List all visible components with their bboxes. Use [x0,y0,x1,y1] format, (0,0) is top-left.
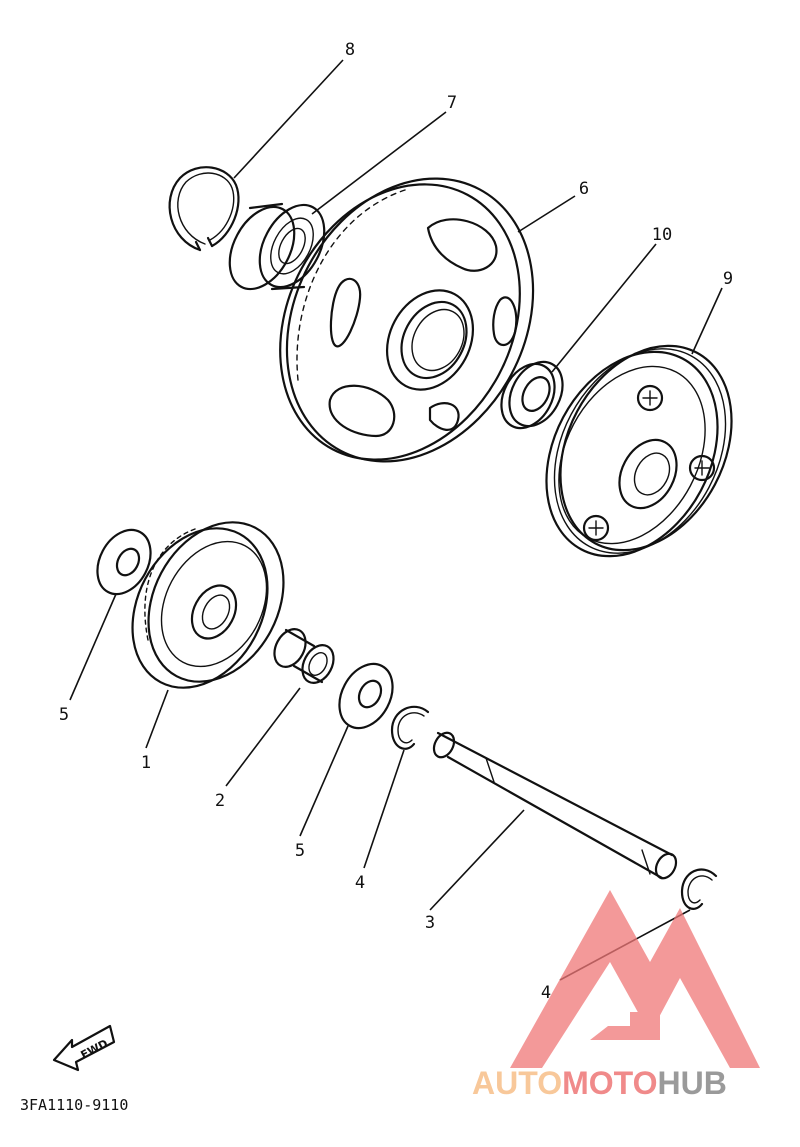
part-9-starter-clutch [545,344,733,558]
leader-lines [69,59,723,981]
callout-7: 7 [447,93,457,113]
watermark-auto: AUTO [472,1065,562,1101]
callout-4-lower: 4 [541,983,551,1003]
diagram-code: 3FA1110-9110 [20,1096,128,1114]
watermark-hub: HUB [657,1065,726,1101]
watermark-text: AUTOMOTOHUB [472,1065,727,1101]
callout-8: 8 [345,40,355,60]
callout-10: 10 [652,225,672,245]
part-4-circlip-upper [390,705,430,750]
part-7-bearing [228,202,326,291]
part-6-starter-wheel-gear [279,177,535,463]
callout-3: 3 [425,913,435,933]
part-1-idler-gear [131,521,285,689]
part-2-bushing [273,628,335,684]
part-4-circlip-lower [680,868,718,910]
part-5-washer-upper [96,528,152,596]
part-5-washer-lower [338,662,394,730]
part-8-circlip [168,166,240,252]
screw-icon [582,514,610,542]
callout-6: 6 [579,179,589,199]
callout-5-lower: 5 [295,841,305,861]
watermark-logo-icon [510,890,760,1068]
screw-icon [688,454,716,482]
callout-4-upper: 4 [355,873,365,893]
screw-icon [636,384,664,412]
callout-1: 1 [141,753,151,773]
callout-labels: 8 7 6 10 9 5 1 2 5 4 3 4 [59,40,733,1003]
fwd-arrow-icon: FWD [52,1024,116,1072]
svg-text:AUTOMOTOHUB: AUTOMOTOHUB [472,1065,727,1101]
part-10-washer [500,360,564,430]
watermark-moto: MOTO [562,1065,657,1101]
callout-9: 9 [723,269,733,289]
part-3-shaft [432,731,678,880]
callout-2: 2 [215,791,225,811]
callout-5-upper: 5 [59,705,69,725]
